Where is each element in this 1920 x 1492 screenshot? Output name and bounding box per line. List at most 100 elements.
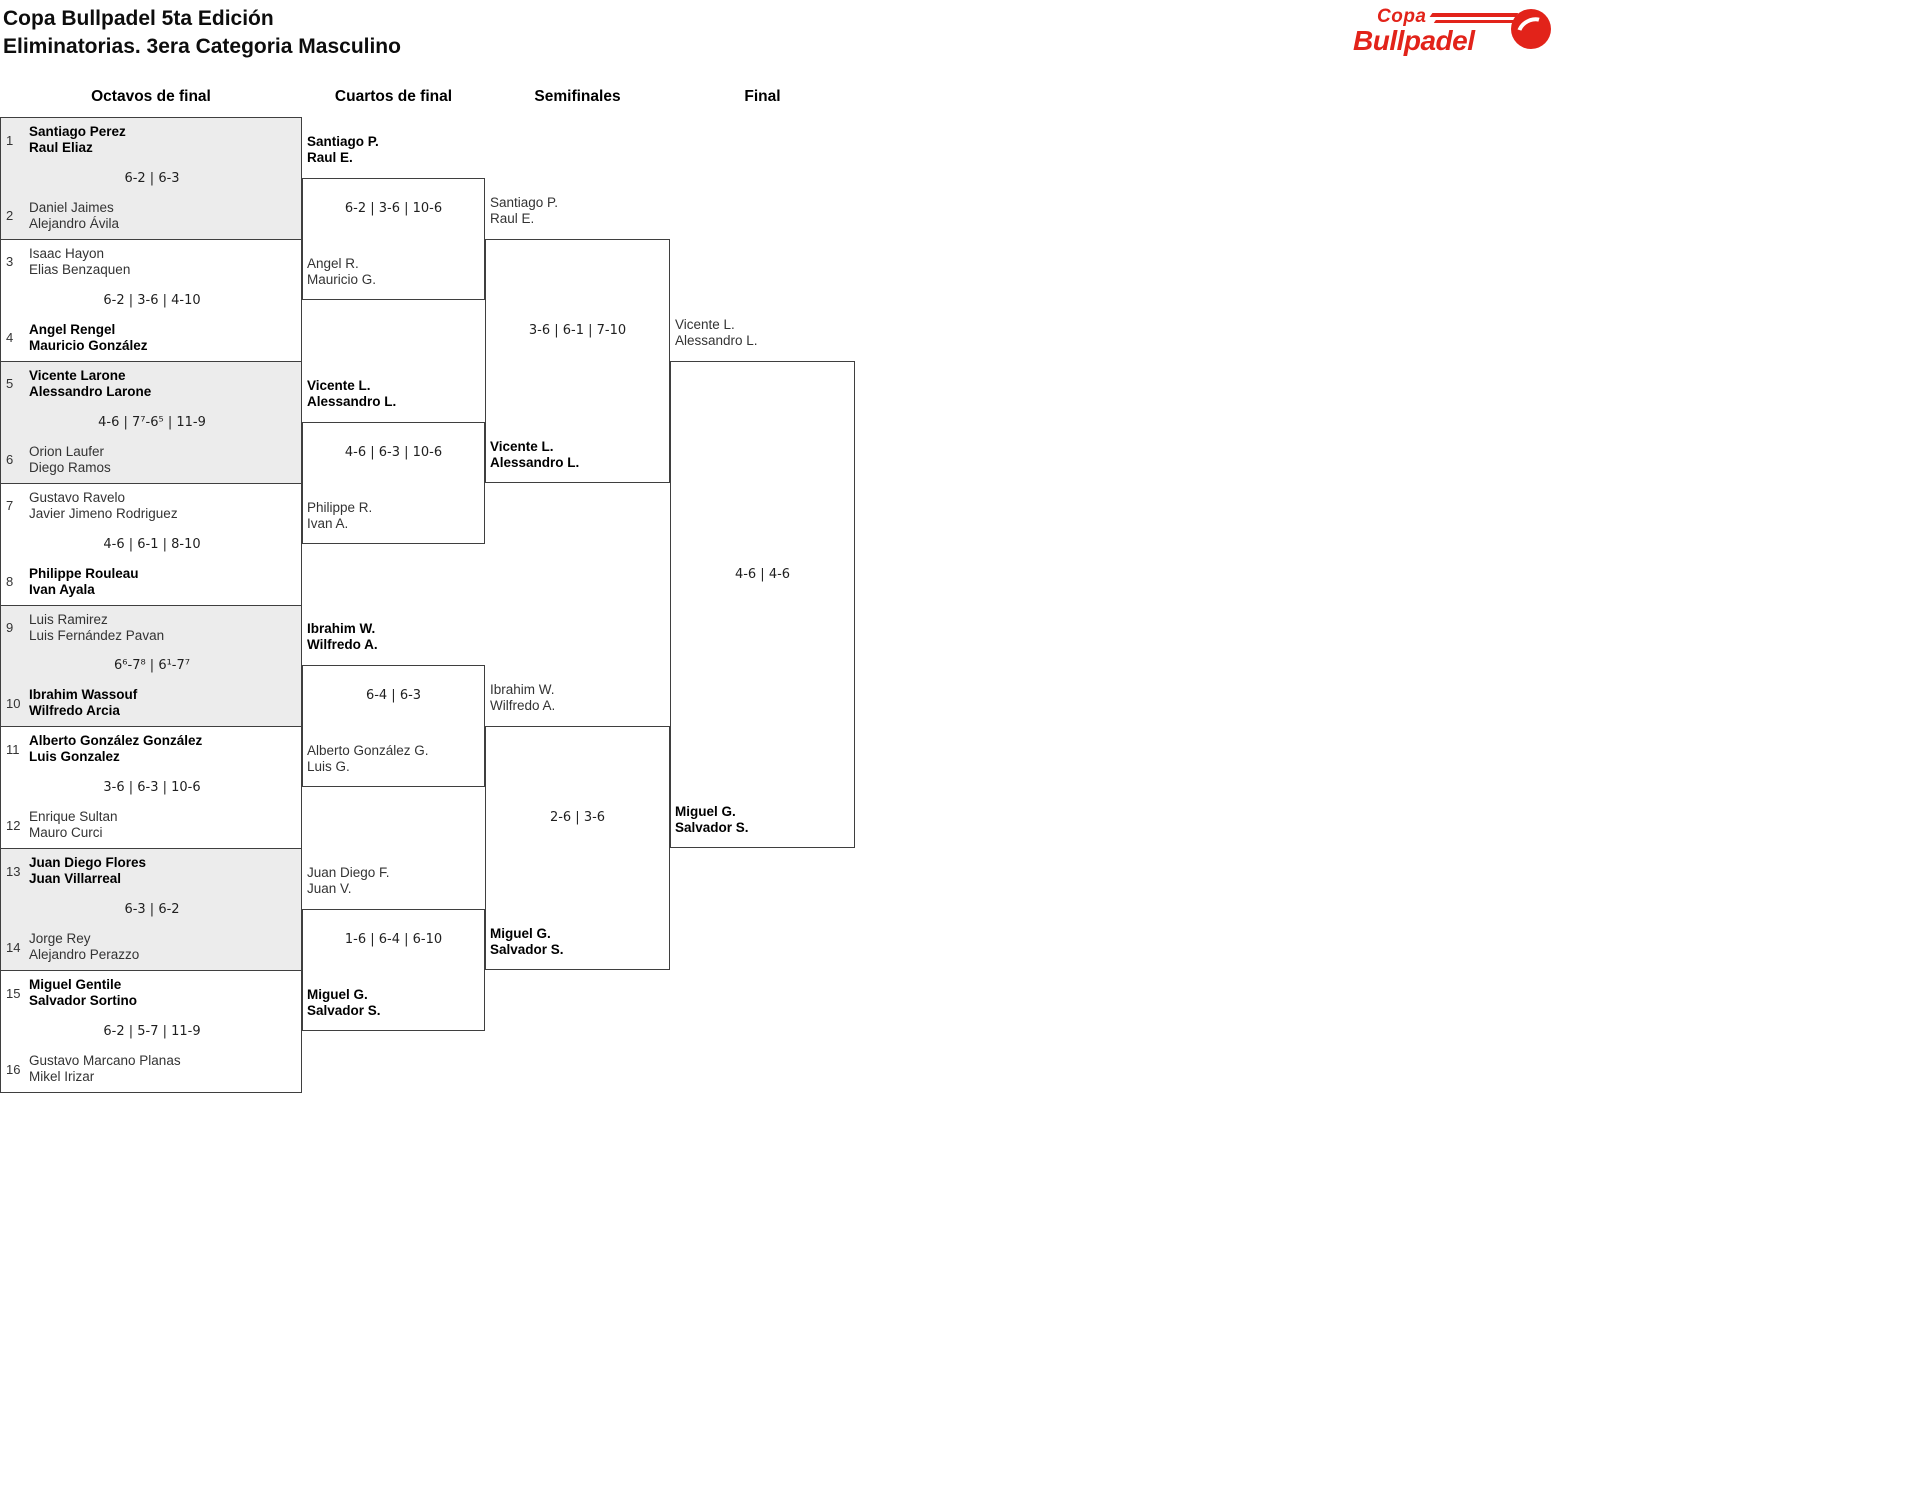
team-name: Orion Laufer [29, 443, 105, 459]
advancing-team: Ibrahim W.Wilfredo A. [307, 621, 378, 653]
logo-copa-text: Copa [1377, 6, 1427, 27]
page-title-line1: Copa Bullpadel 5ta Edición [3, 7, 274, 30]
team-name: Ivan A. [307, 515, 349, 531]
team-name: Enrique Sultan [29, 809, 118, 825]
seed-number: 14 [6, 939, 21, 955]
logo-ball-icon [1511, 9, 1551, 49]
bullpadel-logo: Copa Bullpadel [1353, 6, 1558, 62]
connector-box [302, 665, 485, 788]
match-score: 6⁶-7⁸ | 6¹-7⁷ [114, 658, 190, 674]
advancing-team: Vicente L.Alessandro L. [675, 317, 758, 349]
match-score: 6-2 | 3-6 | 10-6 [344, 200, 443, 216]
match-score: 3-6 | 6-1 | 7-10 [528, 322, 627, 338]
match-score: 4-6 | 6-1 | 8-10 [103, 536, 201, 552]
seed-number: 9 [6, 620, 14, 635]
team-name: Alberto González G. [307, 743, 429, 759]
advancing-team: Angel R.Mauricio G. [307, 256, 376, 288]
seed-number: 8 [6, 574, 14, 589]
advancing-team: Vicente L.Alessandro L. [307, 378, 396, 410]
team-name: Santiago Perez [29, 124, 126, 139]
team-name: Elias Benzaquen [29, 261, 131, 277]
team-name: Luis Gonzalez [29, 749, 120, 765]
seed-number: 15 [6, 985, 21, 1001]
seed-number: 7 [6, 498, 14, 514]
advancing-team: Santiago P.Raul E. [490, 195, 558, 227]
advancing-team: Santiago P.Raul E. [307, 134, 379, 166]
team-name: Alejandro Perazzo [29, 947, 140, 963]
team-name: Miguel Gentile [29, 977, 122, 993]
match-score: 6-4 | 6-3 [365, 688, 422, 704]
match-score: 4-6 | 6-3 | 10-6 [344, 444, 443, 460]
seed-number: 6 [6, 452, 14, 468]
connector-box [485, 238, 670, 483]
team-name: Vicente L. [490, 438, 554, 454]
team-name: Ibrahim W. [307, 621, 376, 637]
team-name: Raul E. [490, 210, 535, 226]
team-name: Salvador S. [307, 1003, 381, 1019]
team-name: Juan Diego Flores [29, 855, 147, 871]
seed-number: 16 [6, 1061, 21, 1077]
team-name: Mauro Curci [29, 825, 103, 841]
team-name: Jorge Rey [29, 931, 91, 947]
connector-box [302, 421, 485, 544]
seed-number: 12 [6, 817, 21, 833]
connector-box [302, 909, 485, 1032]
team-name: Alessandro Larone [29, 383, 152, 399]
seed-number: 13 [6, 863, 21, 879]
advancing-team: Vicente L.Alessandro L. [490, 439, 579, 471]
advancing-team: Miguel G.Salvador S. [490, 926, 564, 958]
round-header: Cuartos de final [334, 88, 453, 105]
team-name: Salvador S. [675, 820, 749, 836]
team-name: Alessandro L. [675, 332, 758, 348]
team-name: Salvador Sortino [29, 993, 138, 1009]
connector-box [670, 360, 855, 849]
team-name: Mikel Irizar [29, 1069, 95, 1084]
team-name: Alessandro L. [490, 454, 580, 470]
advancing-team: Alberto González G.Luis G. [307, 743, 429, 775]
team-name: Raul E. [307, 149, 353, 165]
advancing-team: Miguel G.Salvador S. [307, 987, 381, 1019]
team-name: Vicente Larone [29, 367, 126, 383]
seed-number: 3 [6, 254, 14, 270]
match-score: 1-6 | 6-4 | 6-10 [344, 932, 443, 948]
team-name: Ibrahim Wassouf [29, 687, 138, 703]
team-name: Juan V. [307, 881, 352, 897]
round-header: Octavos de final [91, 88, 211, 105]
team-name: Santiago P. [307, 133, 379, 149]
team-name: Ivan Ayala [29, 581, 95, 597]
team-name: Angel R. [307, 255, 359, 271]
seed-number: 10 [6, 695, 21, 711]
connector-box [485, 726, 670, 971]
round-header: Semifinales [534, 88, 621, 105]
team-name: Luis G. [307, 759, 350, 775]
team-name: Alberto González González [29, 733, 203, 749]
page-title-line2: Eliminatorias. 3era Categoria Masculino [3, 34, 401, 58]
team-name: Angel Rengel [29, 321, 116, 337]
team-name: Luis Ramirez [29, 611, 108, 627]
team-name: Mauricio G. [307, 271, 377, 287]
match-score: 4-6 | 7⁷-6⁵ | 11-9 [98, 414, 206, 430]
team-name: Ibrahim W. [490, 682, 555, 698]
